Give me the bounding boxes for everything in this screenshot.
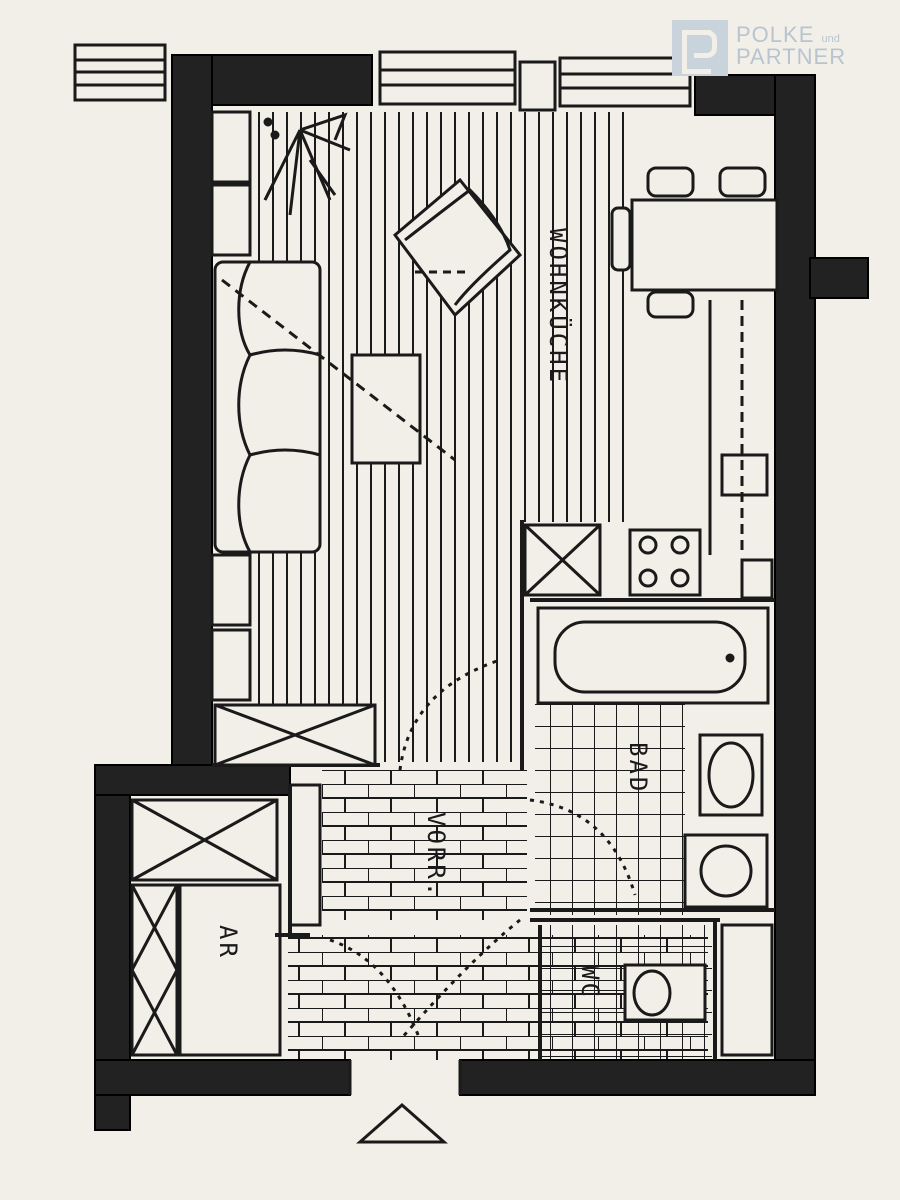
toilet [623,963,707,1022]
entrance-arrow [356,1103,448,1144]
armchair [392,177,523,318]
logo-mark-icon [672,20,728,76]
washbasin [698,733,764,817]
company-logo: POLKE und PARTNER [672,18,892,82]
exterior-walls [94,54,869,1131]
plant [263,112,351,216]
room-label-bad: BAD [624,742,652,794]
coffee-table [350,353,422,465]
living-floor-boards-right [520,112,630,522]
storage-room-box [178,883,282,1057]
washing-machine [683,833,769,909]
logo-connector: und [821,33,840,45]
wall-cabinets-left [210,110,252,702]
sofa-diagonal [221,278,456,462]
hall-floor-bricks [322,770,527,920]
bath-floor-tiles [535,700,685,915]
room-label-wc: WC [576,965,604,1000]
bath-door-swing [529,798,637,896]
logo-partner: PARTNER [736,44,847,69]
door-swings [329,658,521,1041]
room-label-vorraum: VORR. [422,812,450,899]
logo-name: POLKE und [736,22,840,48]
logo-name-text: POLKE [736,22,815,47]
sofa [213,260,322,554]
top-windows [73,43,692,112]
entrance-door [348,1060,462,1095]
kitchen-counter [523,300,774,600]
room-label-wohnkueche: WOHNKÜCHE [544,228,573,385]
room-label-ar: AR [214,925,242,960]
wardrobe [130,703,377,1057]
wc-cabinet [720,923,774,1057]
hall-cabinet [288,783,322,927]
dining-table [610,166,779,319]
bathtub [536,606,770,705]
